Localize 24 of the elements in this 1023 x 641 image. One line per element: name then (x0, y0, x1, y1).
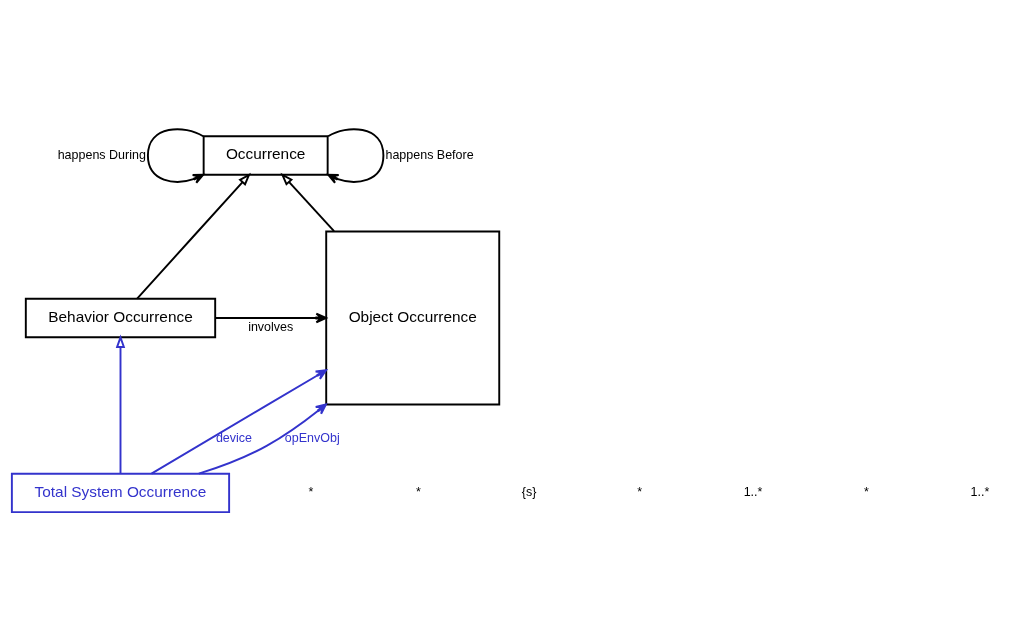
arrow (327, 128, 385, 184)
label: 1..* (743, 485, 763, 500)
edge-label: happens Before (385, 147, 474, 162)
node-box: Total System Occurrence (10, 472, 231, 514)
edge-label: opEnvObj (284, 431, 340, 446)
edge-label: involves (248, 319, 294, 334)
label: 1..* (970, 485, 990, 500)
arrow (150, 369, 328, 475)
node-box: Occurrence (202, 135, 329, 176)
label: * (864, 485, 869, 500)
arrow (136, 172, 251, 300)
label: {s} (521, 485, 537, 500)
edge-label: happens During (57, 147, 146, 162)
label: * (637, 485, 643, 500)
edge-label: device (215, 431, 252, 446)
arrow (146, 128, 205, 184)
node-box: Object Occurrence (325, 230, 501, 406)
arrow (280, 172, 335, 233)
node-box: Behavior Occurrence (24, 297, 217, 339)
label: * (308, 485, 314, 500)
arrow (115, 334, 126, 475)
arrow (214, 312, 327, 324)
label: * (416, 485, 421, 500)
arrow (197, 403, 327, 475)
